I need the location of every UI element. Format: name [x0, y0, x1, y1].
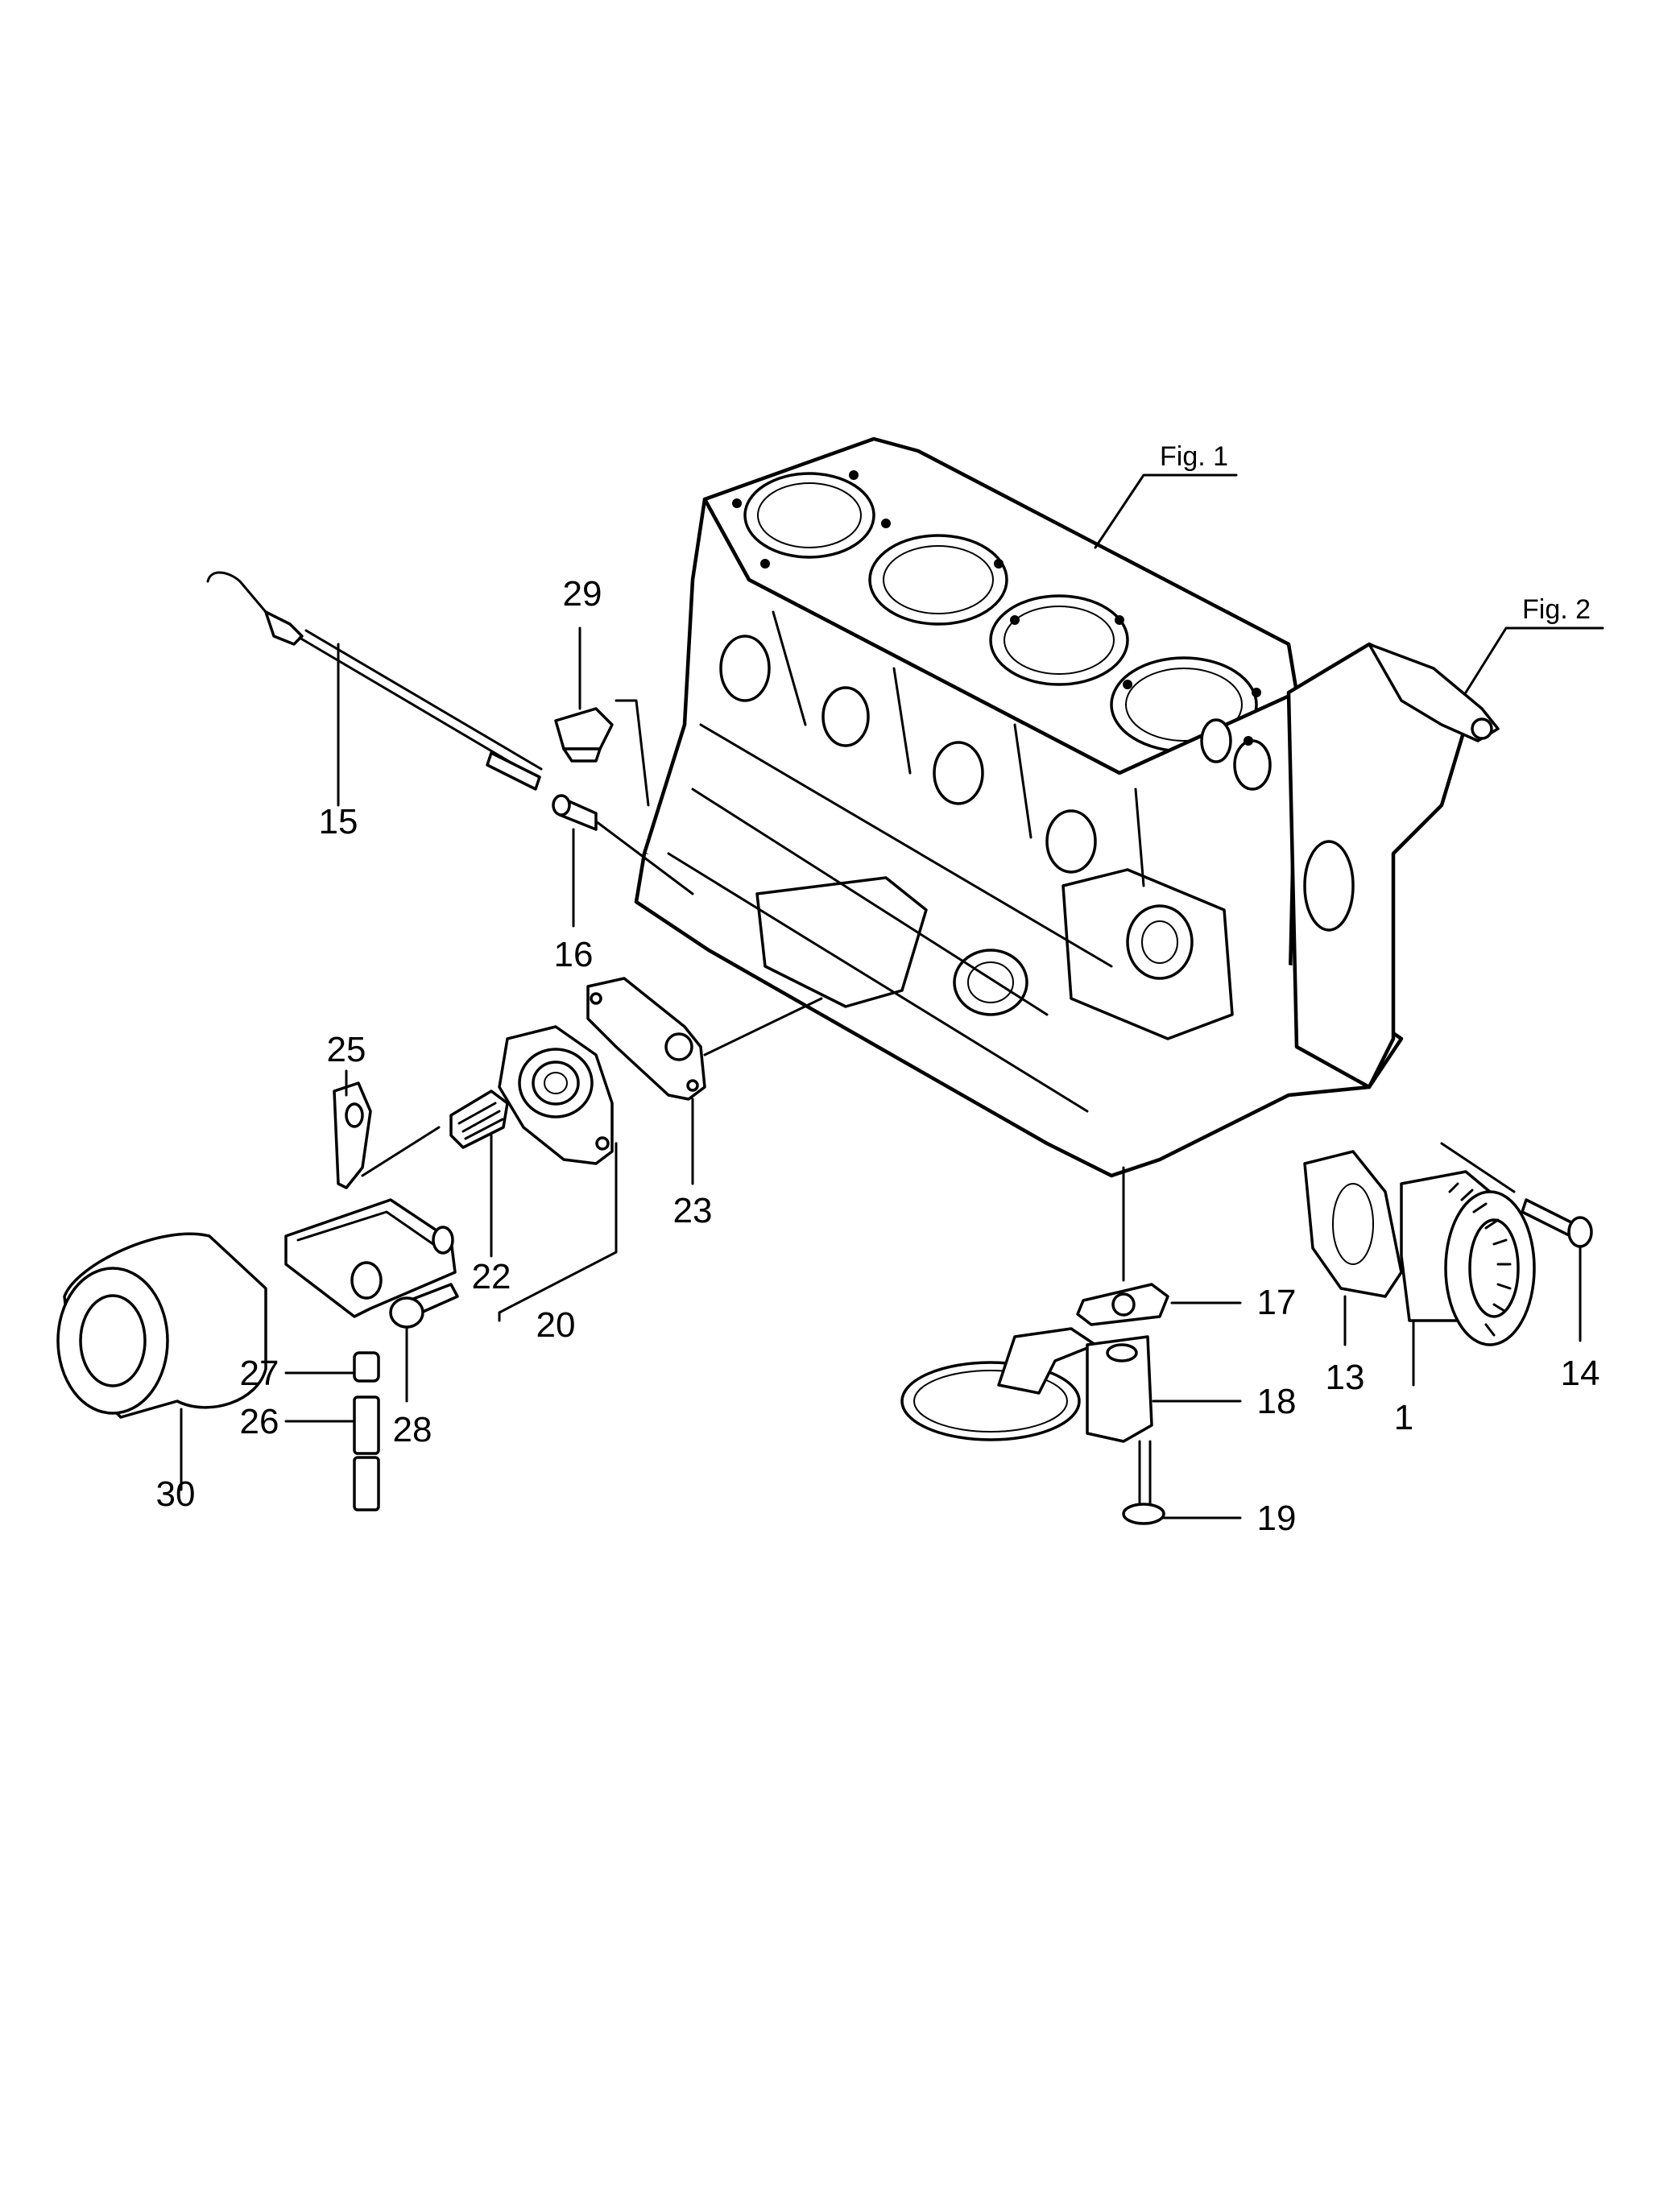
- callout-16: 16: [554, 935, 594, 974]
- fig2-reference: Fig. 2: [1464, 594, 1604, 694]
- bolt-28-part: [389, 1283, 459, 1403]
- callout-19: 19: [1257, 1499, 1297, 1538]
- fig2-label: Fig. 2: [1522, 594, 1591, 625]
- callout-23: 23: [673, 1191, 713, 1230]
- oil-pump-part: [1400, 1170, 1536, 1387]
- dipstick-part: [206, 571, 543, 807]
- plug-part: [552, 794, 694, 928]
- strainer-gasket-part: [1076, 1166, 1242, 1326]
- callout-18: 18: [1257, 1382, 1297, 1421]
- callout-26: 26: [240, 1402, 279, 1441]
- callout-20: 20: [536, 1305, 576, 1345]
- strainer-bolt-part: [1122, 1440, 1242, 1525]
- oil-strainer-part: [900, 1327, 1242, 1443]
- spring-part: [361, 1089, 509, 1258]
- callout-25: 25: [327, 1030, 366, 1069]
- fig1-reference: Fig. 1: [1094, 441, 1238, 549]
- callout-15: 15: [319, 802, 358, 841]
- callout-13: 13: [1326, 1358, 1365, 1397]
- gasket-part: [586, 977, 823, 1185]
- callout-1: 1: [1394, 1398, 1413, 1437]
- filter-bracket-part: [498, 1025, 614, 1165]
- bracket-plate-part: [284, 1069, 457, 1318]
- oil-pressure-switch-part: [554, 626, 650, 807]
- oil-filter-part: [56, 1232, 267, 1491]
- valve-parts: [284, 1351, 380, 1511]
- callout-27: 27: [240, 1354, 279, 1393]
- pump-bolt-part: [1440, 1142, 1593, 1342]
- fig1-label: Fig. 1: [1160, 441, 1228, 472]
- callout-14: 14: [1561, 1354, 1600, 1393]
- engine-block: [634, 436, 1500, 1178]
- callout-28: 28: [393, 1410, 432, 1449]
- callout-29: 29: [563, 574, 602, 614]
- callout-30: 30: [156, 1474, 196, 1514]
- callout-22: 22: [472, 1257, 511, 1296]
- assembly-20-bracket: [498, 1142, 618, 1322]
- deck-holes: [732, 470, 1261, 746]
- callout-17: 17: [1257, 1283, 1297, 1322]
- pump-gasket-part: [1303, 1150, 1403, 1346]
